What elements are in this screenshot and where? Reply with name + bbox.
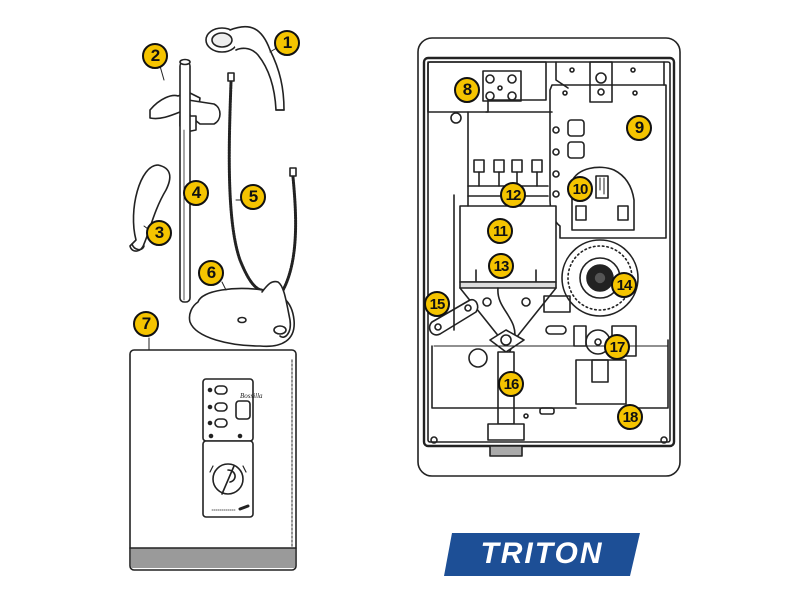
heater-terminals[interactable]	[467, 159, 549, 197]
callout-5[interactable]: 5	[240, 184, 266, 210]
water-inlet[interactable]	[430, 339, 669, 444]
callout-1[interactable]: 1	[274, 30, 300, 56]
callout-10[interactable]: 10	[567, 176, 593, 202]
brand-logo-text: TRITON	[480, 537, 604, 570]
callout-15[interactable]: 15	[424, 291, 450, 317]
callout-18[interactable]: 18	[617, 404, 643, 430]
callout-11[interactable]: 11	[487, 218, 513, 244]
callout-14[interactable]: 14	[611, 272, 637, 298]
shower-hose[interactable]	[227, 72, 298, 294]
callout-9[interactable]: 9	[626, 115, 652, 141]
callout-13[interactable]: 13	[488, 253, 514, 279]
callout-17[interactable]: 17	[604, 334, 630, 360]
brand-logo: TRITON	[444, 533, 640, 575]
soap-dish[interactable]	[188, 280, 295, 348]
callout-6[interactable]: 6	[198, 260, 224, 286]
callout-3[interactable]: 3	[146, 220, 172, 246]
terminal-block[interactable]	[427, 61, 547, 113]
callout-7[interactable]: 7	[133, 311, 159, 337]
callout-2[interactable]: 2	[142, 43, 168, 69]
callout-8[interactable]: 8	[454, 77, 480, 103]
end-cap[interactable]	[129, 164, 171, 252]
front-cover[interactable]	[129, 349, 297, 571]
triton-logo	[444, 533, 640, 576]
callout-4[interactable]: 4	[183, 180, 209, 206]
callout-12[interactable]: 12	[500, 182, 526, 208]
callout-16[interactable]: 16	[498, 371, 524, 397]
heater-tank[interactable]	[459, 111, 557, 283]
shower-handset[interactable]	[205, 25, 285, 111]
panel-brand-label: Bossilla	[240, 392, 263, 400]
